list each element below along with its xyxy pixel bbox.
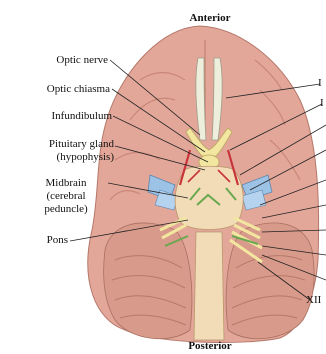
- label-midbrain: Midbrain: [28, 177, 104, 190]
- label-midbrain-line2: (cerebral: [28, 190, 104, 203]
- label-pituitary-gland: Pituitary gland: [4, 138, 114, 151]
- label-nerve-i: I: [318, 77, 322, 90]
- label-optic-nerve: Optic nerve: [30, 54, 108, 67]
- label-nerve-xii: XII: [306, 294, 321, 307]
- label-midbrain-line3: peduncle): [28, 203, 104, 216]
- label-optic-chiasma: Optic chiasma: [20, 83, 110, 96]
- label-pons: Pons: [20, 234, 68, 247]
- label-infundibulum: Infundibulum: [20, 110, 112, 123]
- label-nerve-ii: I: [320, 97, 324, 110]
- label-hypophysis: (hypophysis): [4, 151, 114, 164]
- anterior-heading: Anterior: [180, 12, 240, 25]
- posterior-heading: Posterior: [180, 340, 240, 353]
